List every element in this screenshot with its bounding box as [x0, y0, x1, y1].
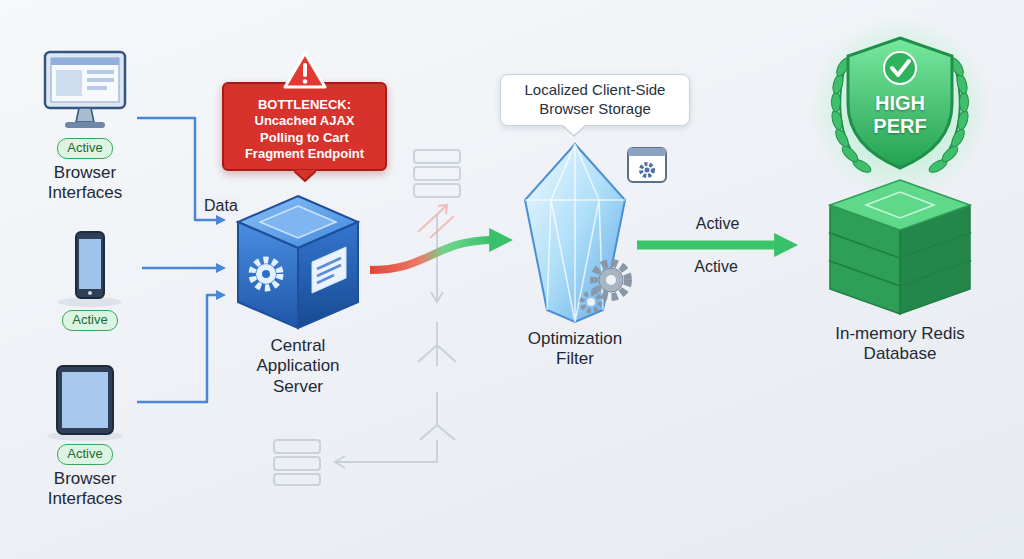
filter-crystal-icon	[515, 140, 635, 325]
filter-node: Optimization Filter	[515, 140, 635, 370]
browser-device: ActiveBrowser Interfaces	[35, 362, 135, 510]
connector-arrow	[142, 267, 218, 270]
node-label: Localized Client-Side Browser Storage	[511, 81, 679, 119]
browser-device: Active	[40, 228, 140, 331]
storage-callout: Localized Client-Side Browser Storage	[500, 74, 690, 126]
status-pill: Active	[62, 310, 117, 331]
callout-tail	[563, 125, 585, 137]
status-pill: Active	[57, 444, 112, 465]
monitor-icon	[35, 48, 135, 136]
app-window-icon	[628, 148, 666, 182]
performance-badge: HIGH PERF	[850, 92, 950, 138]
phone-icon	[40, 228, 140, 308]
node-label: BOTTLENECK: Uncached AJAX Polling to Car…	[232, 97, 377, 162]
callout-tail	[294, 170, 316, 182]
node-label: HIGH PERF	[850, 92, 950, 138]
bottleneck-callout: BOTTLENECK: Uncached AJAX Polling to Car…	[222, 82, 387, 171]
edge-label: Active	[693, 214, 743, 233]
node-label: Optimization Filter	[515, 329, 635, 370]
tablet-icon	[35, 362, 135, 442]
connector-arrow	[637, 241, 779, 250]
browser-device: ActiveBrowser Interfaces	[35, 48, 135, 204]
node-label: In-memory Redis Database	[820, 324, 980, 365]
server-cube-icon	[228, 190, 368, 332]
warning-icon	[282, 50, 328, 90]
database-node: In-memory Redis Database HIGH PERF	[800, 20, 1000, 365]
flow-label: Data	[201, 196, 241, 215]
connector-arrow	[370, 240, 494, 270]
connector-arrow	[137, 295, 218, 402]
node-label: Browser Interfaces	[35, 469, 135, 510]
status-pill: Active	[57, 138, 112, 159]
redis-database-icon	[800, 20, 1000, 320]
node-label: Central Application Server	[239, 336, 357, 397]
node-label: Browser Interfaces	[35, 163, 135, 204]
flow-label: Active	[691, 257, 741, 276]
server-node: Central Application Server	[228, 190, 368, 397]
